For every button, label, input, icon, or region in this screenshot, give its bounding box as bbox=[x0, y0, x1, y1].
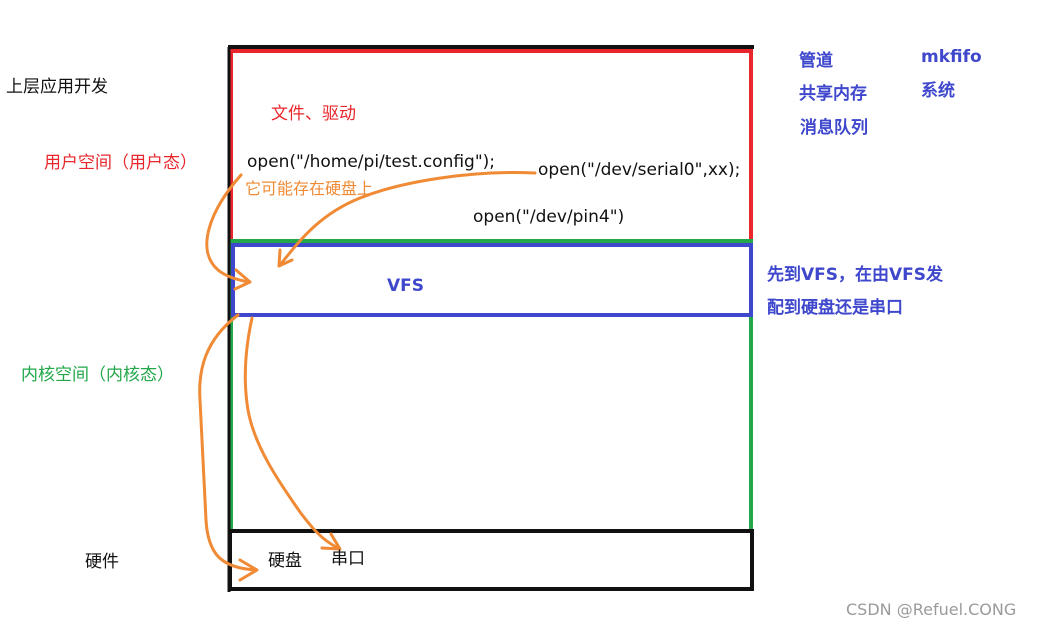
hardware-box bbox=[228, 529, 754, 591]
vfs-label: VFS bbox=[387, 276, 425, 296]
hardware-serial: 串口 bbox=[331, 549, 365, 569]
arrow-vfs-to-serial bbox=[243, 316, 342, 551]
vfs-note-line1: 先到VFS，在由VFS发 bbox=[767, 265, 944, 285]
vfs-box bbox=[231, 243, 753, 317]
watermark: CSDN @Refuel.CONG bbox=[846, 600, 1017, 619]
open-serial-call: open("/dev/serial0",xx); bbox=[538, 160, 741, 180]
ipc-message-queue: 消息队列 bbox=[800, 118, 868, 138]
label-kernel-space: 内核空间（内核态） bbox=[21, 365, 174, 385]
user-box-title: 文件、驱动 bbox=[271, 104, 356, 124]
open-config-call: open("/home/pi/test.config"); bbox=[247, 152, 496, 172]
label-hardware: 硬件 bbox=[85, 552, 119, 572]
label-user-space: 用户空间（用户态） bbox=[44, 153, 197, 173]
vfs-note-line2: 配到硬盘还是串口 bbox=[767, 298, 903, 318]
arrow-vfs-to-disk bbox=[198, 313, 259, 582]
open-pin-call: open("/dev/pin4") bbox=[473, 207, 625, 227]
hardware-disk: 硬盘 bbox=[268, 551, 302, 571]
ipc-mkfifo: mkfifo bbox=[921, 47, 982, 67]
ipc-shared-memory: 共享内存 bbox=[799, 84, 867, 104]
arrow-serial-to-vfs bbox=[277, 171, 537, 268]
kernel-space-box bbox=[229, 239, 753, 533]
ipc-pipe: 管道 bbox=[799, 51, 833, 71]
disk-note: 它可能存在硬盘上 bbox=[245, 179, 374, 198]
ipc-system: 系统 bbox=[921, 81, 955, 101]
arrow-config-to-vfs bbox=[205, 173, 252, 291]
label-app-dev: 上层应用开发 bbox=[6, 77, 108, 97]
